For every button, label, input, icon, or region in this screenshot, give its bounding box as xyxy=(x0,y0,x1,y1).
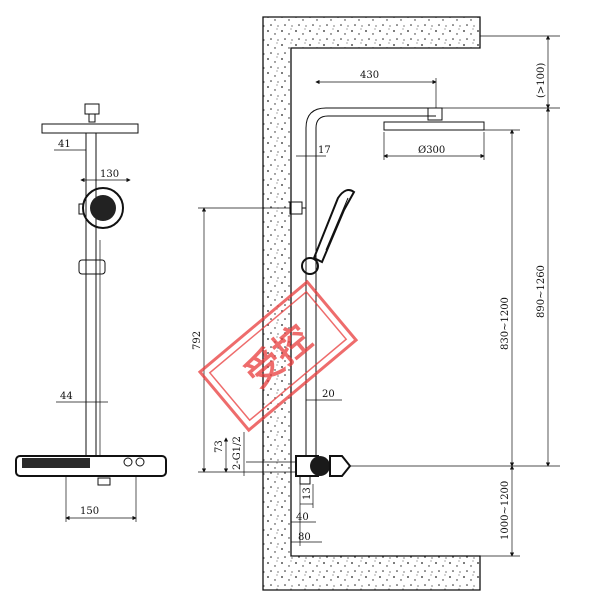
front-knob-1 xyxy=(123,457,133,467)
front-head-disc xyxy=(41,123,139,134)
wall-section xyxy=(262,16,481,591)
front-knob-2 xyxy=(135,457,145,467)
head-cap xyxy=(84,103,100,115)
dim-label-41: 41 xyxy=(58,139,71,150)
arm-joint xyxy=(427,107,443,121)
wall-hatch xyxy=(263,17,480,590)
dim-label-73: 73 xyxy=(214,440,225,453)
slider-holder xyxy=(78,259,106,275)
controlled-stamp: 受控 xyxy=(197,279,359,433)
dim-label-130: 130 xyxy=(100,169,119,180)
side-dimensions: 430 (>100) 17 Ø300 792 830~1200 890~1260… xyxy=(192,35,560,557)
handset-clip xyxy=(78,203,84,215)
side-thermostat-knob xyxy=(310,456,330,476)
dim-label-thread: 2-G1/2 xyxy=(232,436,243,470)
dim-label-150: 150 xyxy=(80,506,99,517)
side-thermostat-nose xyxy=(329,455,352,477)
handset-face xyxy=(82,187,124,229)
dim-label-792: 792 xyxy=(192,331,203,350)
dim-label-1000: 1000~1200 xyxy=(500,481,511,540)
dim-label-300: Ø300 xyxy=(418,145,445,156)
dim-label-80: 80 xyxy=(298,532,311,543)
side-slider xyxy=(301,257,319,275)
stamp-outer-border xyxy=(197,279,359,433)
wall-outline xyxy=(262,16,481,591)
dim-label-830: 830~1200 xyxy=(500,297,511,350)
front-thermostat-body xyxy=(15,455,167,477)
dim-label-44: 44 xyxy=(60,391,73,402)
stamp-inner-border xyxy=(208,290,348,422)
wall-bracket xyxy=(289,201,303,215)
front-view: 41 130 44 150 xyxy=(15,103,167,522)
dim-label-clearance: (>100) xyxy=(536,63,547,98)
dim-label-17: 17 xyxy=(318,145,331,156)
side-handset-inner xyxy=(325,197,349,251)
arm-bottom xyxy=(315,115,436,129)
arm-top xyxy=(305,107,436,129)
side-handset xyxy=(312,189,356,264)
handset-nozzle xyxy=(90,195,116,221)
dim-label-430: 430 xyxy=(360,70,379,81)
dim-label-20: 20 xyxy=(322,389,335,400)
head-connector xyxy=(88,113,96,123)
side-outlet xyxy=(299,475,311,485)
side-head-disc xyxy=(383,121,485,131)
dim-label-890: 890~1260 xyxy=(536,265,547,318)
front-outlet xyxy=(97,477,111,486)
dim-label-40: 40 xyxy=(296,512,309,523)
dim-label-13: 13 xyxy=(302,487,313,500)
front-panel-display xyxy=(22,458,90,468)
